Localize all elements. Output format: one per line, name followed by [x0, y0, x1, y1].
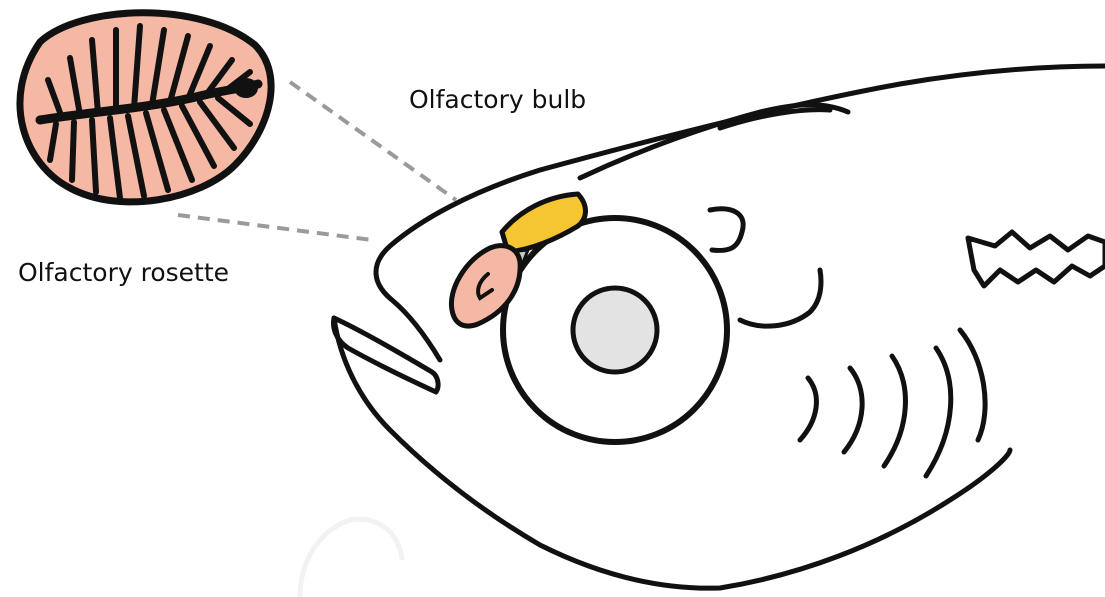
- gill-arch-1: [800, 378, 816, 440]
- crest-line: [580, 105, 848, 178]
- label-olfactory-rosette: Olfactory rosette: [18, 260, 229, 285]
- mouth: [334, 318, 439, 392]
- gill-arch-2: [844, 368, 862, 452]
- label-olfactory-bulb: Olfactory bulb: [409, 87, 586, 112]
- rosette-inset-tip: [234, 78, 258, 98]
- spine-segment: [968, 232, 1105, 286]
- gill-cover-edge: [960, 330, 985, 440]
- eye-pupil: [573, 288, 657, 372]
- gill-arch-4: [926, 348, 951, 476]
- rosette-inset: [20, 13, 271, 202]
- eye: [503, 218, 727, 442]
- leader-line-lower: [178, 215, 372, 240]
- operculum-line: [710, 209, 743, 251]
- cheek-line: [740, 270, 821, 326]
- gill-arch-3: [884, 356, 905, 466]
- pectoral-edge: [300, 519, 402, 597]
